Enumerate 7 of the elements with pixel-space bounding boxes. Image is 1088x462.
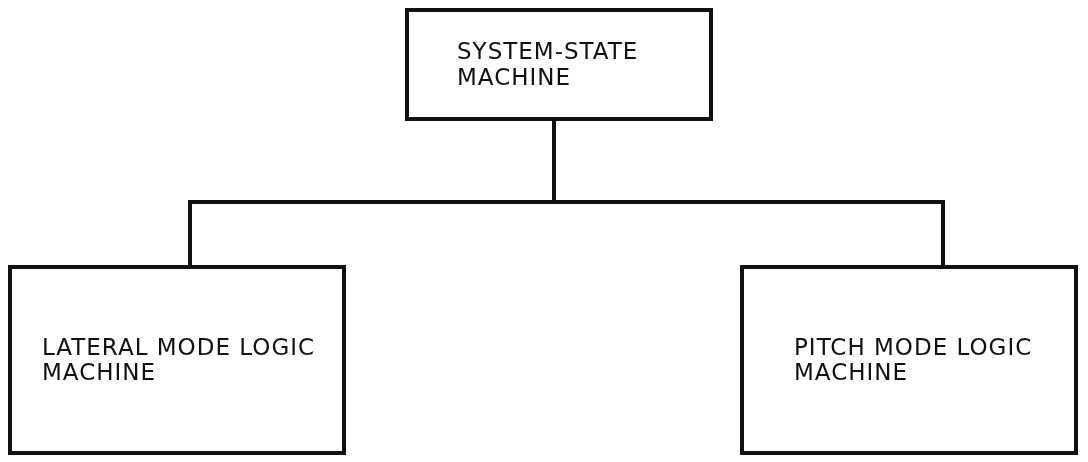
process-box: [740, 265, 1078, 455]
process-box: [405, 8, 713, 121]
box-label: LATERAL MODE LOGIC MACHINE: [42, 334, 317, 386]
connector-line: [552, 121, 945, 265]
box-label: PITCH MODE LOGIC MACHINE: [794, 334, 1034, 386]
box-label: SYSTEM-STATE MACHINE: [457, 39, 640, 90]
process-box: [8, 265, 346, 455]
